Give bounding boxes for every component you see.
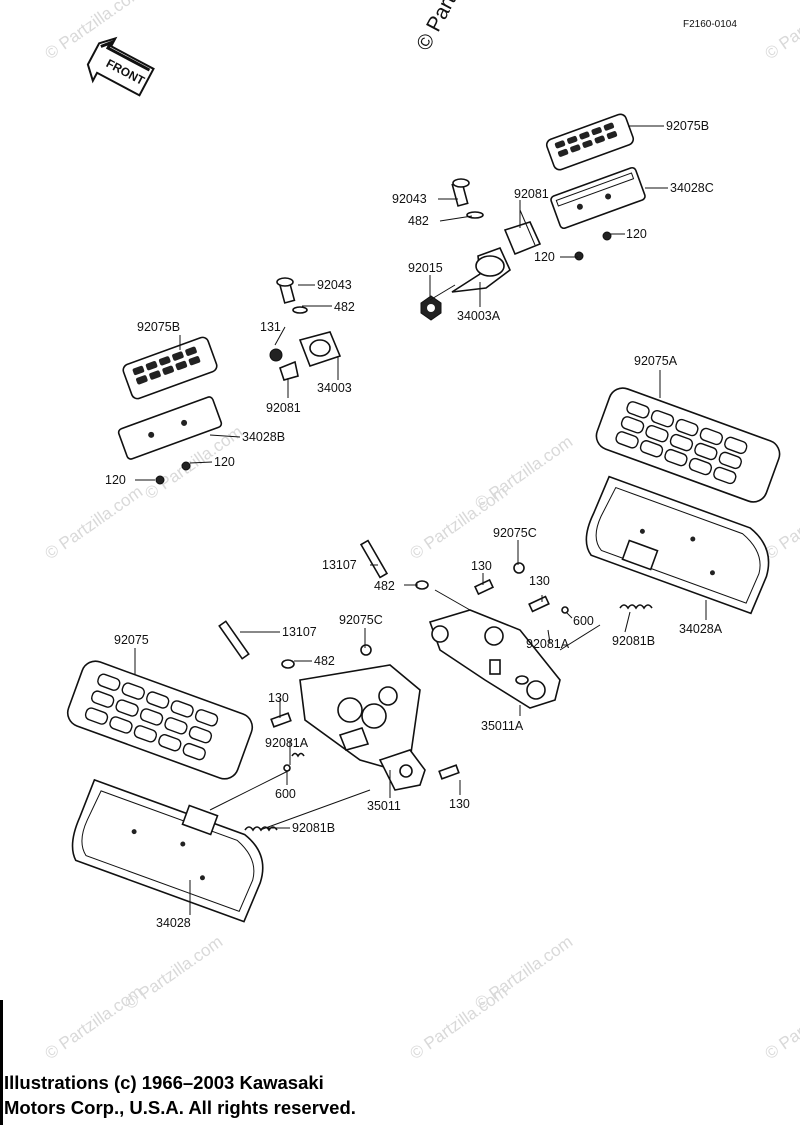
part-label-92081B-a: 92081B bbox=[612, 634, 655, 648]
step-34028C bbox=[550, 166, 646, 230]
part-labels: 92075B 34028C 120 120 92043 482 92081 92… bbox=[105, 119, 723, 930]
copyright-notice: Illustrations (c) 1966–2003 Kawasaki Mot… bbox=[4, 1070, 564, 1120]
part-label-120-d: 120 bbox=[534, 250, 555, 264]
upper-left-footpeg-assembly bbox=[117, 277, 342, 485]
step-34028B bbox=[117, 396, 223, 460]
rubber-pad-92075B-left bbox=[122, 336, 218, 400]
part-label-92043-a: 92043 bbox=[392, 192, 427, 206]
watermark: © Partzilla.com bbox=[406, 982, 511, 1063]
part-label-92081-a: 92081 bbox=[514, 187, 549, 201]
part-label-482-b: 482 bbox=[334, 300, 355, 314]
part-label-34003: 34003 bbox=[317, 381, 352, 395]
part-label-482-a: 482 bbox=[408, 214, 429, 228]
part-label-92081-b: 92081 bbox=[266, 401, 301, 415]
part-label-34003A: 34003A bbox=[457, 309, 501, 323]
rubber-pad-92075A bbox=[595, 387, 781, 503]
upper-right-footpeg-assembly bbox=[420, 113, 646, 321]
part-label-92075B-left: 92075B bbox=[137, 320, 180, 334]
front-arrow-icon: FRONT bbox=[86, 36, 155, 97]
figure-code: F2160-0104 bbox=[683, 19, 737, 30]
watermark: © Partzilla.com bbox=[41, 982, 146, 1063]
part-label-130-c: 130 bbox=[268, 691, 289, 705]
part-label-92015: 92015 bbox=[408, 261, 443, 275]
part-label-130-b: 130 bbox=[529, 574, 550, 588]
part-label-34028C: 34028C bbox=[670, 181, 714, 195]
copyright-line-1: Illustrations (c) 1966–2003 Kawasaki bbox=[4, 1072, 324, 1093]
part-label-92075C-a: 92075C bbox=[493, 526, 537, 540]
rubber-pad-92075 bbox=[66, 660, 254, 780]
rubber-pad-92075B-top bbox=[545, 113, 635, 171]
watermark: © Partzilla.com bbox=[471, 432, 576, 513]
part-label-92075: 92075 bbox=[114, 633, 149, 647]
part-label-482-c: 482 bbox=[374, 579, 395, 593]
part-label-35011A: 35011A bbox=[481, 719, 524, 733]
part-label-92081A-a: 92081A bbox=[526, 637, 570, 651]
part-label-600-b: 600 bbox=[275, 787, 296, 801]
part-label-600-a: 600 bbox=[573, 614, 594, 628]
part-label-92075A: 92075A bbox=[634, 354, 678, 368]
part-label-120-a: 120 bbox=[105, 473, 126, 487]
left-margin-bar bbox=[0, 1000, 3, 1125]
watermark: © Partzilla.com bbox=[41, 482, 146, 563]
watermark: © Partzilla.com bbox=[761, 0, 800, 63]
part-label-131: 131 bbox=[260, 320, 281, 334]
part-label-130-a: 130 bbox=[471, 559, 492, 573]
part-label-92075B-top: 92075B bbox=[666, 119, 709, 133]
part-label-482-d: 482 bbox=[314, 654, 335, 668]
watermark: © Partzilla.com bbox=[761, 982, 800, 1063]
left-floorboard-assembly bbox=[66, 620, 460, 923]
copyright-line-2: Motors Corp., U.S.A. All rights reserved… bbox=[4, 1097, 356, 1118]
part-label-92075C-b: 92075C bbox=[339, 613, 383, 627]
part-label-120-c: 120 bbox=[626, 227, 647, 241]
part-label-13107-b: 13107 bbox=[282, 625, 317, 639]
leader-lines bbox=[134, 125, 707, 915]
part-label-120-b: 120 bbox=[214, 455, 235, 469]
part-label-92081A-b: 92081A bbox=[265, 736, 309, 750]
floorboard-34028A bbox=[585, 475, 770, 615]
part-label-35011: 35011 bbox=[367, 799, 401, 813]
part-label-13107-a: 13107 bbox=[322, 558, 357, 572]
part-label-130-d: 130 bbox=[449, 797, 470, 811]
part-label-92043-b: 92043 bbox=[317, 278, 352, 292]
part-label-92081B-b: 92081B bbox=[292, 821, 335, 835]
part-label-34028A: 34028A bbox=[679, 622, 723, 636]
center-bracket-35011A bbox=[359, 539, 601, 709]
part-label-34028: 34028 bbox=[156, 916, 191, 930]
part-label-34028B: 34028B bbox=[242, 430, 285, 444]
floorboard-34028 bbox=[71, 778, 264, 923]
right-floorboard-assembly bbox=[585, 387, 781, 615]
top-watermark: © Partzi bbox=[412, 0, 468, 54]
